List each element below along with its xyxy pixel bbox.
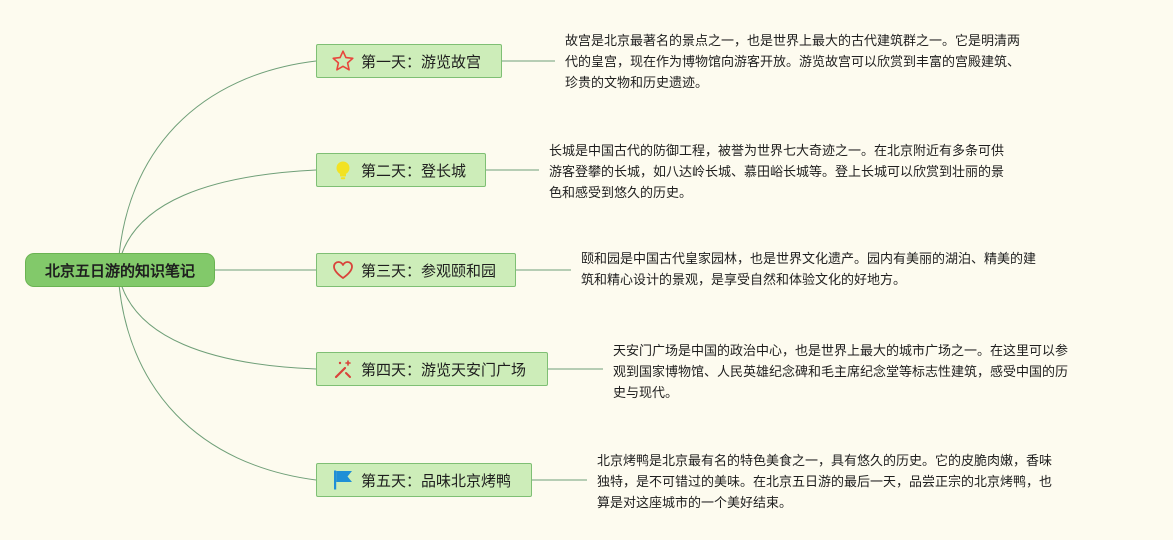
note-day-5-line-1: 北京烤鸭是北京最有名的特色美食之一，具有悠久的历史。它的皮脆肉嫩，香味 (597, 454, 1053, 469)
topic-day-4-label: 第四天：游览天安门广场 (361, 360, 527, 379)
branch-line-day-2 (117, 169, 317, 269)
note-day-1: 故宫是北京最著名的景点之一，也是世界上最大的古代建筑群之一。它是明清两 代的皇宫… (565, 31, 1050, 94)
note-day-2: 长城是中国古代的防御工程，被誉为世界七大奇迹之一。在北京附近有多条可供 游客登攀… (549, 141, 1049, 204)
topic-day-1[interactable]: 第一天：游览故宫 (316, 44, 502, 78)
branch-line-day-5 (117, 271, 317, 481)
note-day-3: 颐和园是中国古代皇家园林，也是世界文化遗产。园内有美丽的湖泊、精美的建 筑和精心… (581, 249, 1081, 291)
note-day-2-line-3: 色和感受到悠久的历史。 (549, 186, 693, 201)
topic-day-5-label: 第五天：品味北京烤鸭 (361, 471, 512, 490)
topic-day-5[interactable]: 第五天：品味北京烤鸭 (316, 463, 532, 497)
heart-outline-icon (331, 258, 355, 282)
note-day-4-line-1: 天安门广场是中国的政治中心，也是世界上最大的城市广场之一。在这里可以参 (613, 344, 1069, 359)
branch-line-day-1 (117, 60, 317, 269)
note-day-4: 天安门广场是中国的政治中心，也是世界上最大的城市广场之一。在这里可以参 观到国家… (613, 341, 1113, 404)
topic-day-4[interactable]: 第四天：游览天安门广场 (316, 352, 548, 386)
note-day-3-line-1: 颐和园是中国古代皇家园林，也是世界文化遗产。园内有美丽的湖泊、精美的建 (581, 252, 1037, 267)
star-outline-icon (331, 49, 355, 73)
topic-day-2-label: 第二天：登长城 (361, 161, 467, 180)
root-topic[interactable]: 北京五日游的知识笔记 (25, 253, 215, 287)
magic-wand-icon (331, 357, 355, 381)
root-topic-label: 北京五日游的知识笔记 (44, 261, 195, 280)
note-day-3-line-2: 筑和精心设计的景观，是享受自然和体验文化的好地方。 (581, 273, 907, 288)
branch-line-day-4 (117, 271, 317, 370)
note-day-1-line-1: 故宫是北京最著名的景点之一，也是世界上最大的古代建筑群之一。它是明清两 (565, 34, 1021, 49)
flag-icon (331, 468, 355, 492)
note-day-5-line-2: 独特，是不可错过的美味。在北京五日游的最后一天，品尝正宗的北京烤鸭，也 (597, 475, 1053, 490)
note-day-2-line-1: 长城是中国古代的防御工程，被誉为世界七大奇迹之一。在北京附近有多条可供 (549, 144, 1005, 159)
note-day-5-line-3: 算是对这座城市的一个美好结束。 (597, 496, 793, 511)
topic-day-2[interactable]: 第二天：登长城 (316, 153, 486, 187)
topic-day-3-label: 第三天：参观颐和园 (361, 261, 497, 280)
note-day-5: 北京烤鸭是北京最有名的特色美食之一，具有悠久的历史。它的皮脆肉嫩，香味 独特，是… (597, 451, 1097, 514)
topic-day-1-label: 第一天：游览故宫 (361, 52, 482, 71)
note-day-4-line-2: 观到国家博物馆、人民英雄纪念碑和毛主席纪念堂等标志性建筑，感受中国的历 (613, 365, 1069, 380)
topic-day-3[interactable]: 第三天：参观颐和园 (316, 253, 516, 287)
note-day-2-line-2: 游客登攀的长城，如八达岭长城、慕田峪长城等。登上长城可以欣赏到壮丽的景 (549, 165, 1005, 180)
note-day-4-line-3: 史与现代。 (613, 386, 679, 401)
lightbulb-icon (331, 158, 355, 182)
note-day-1-line-2: 代的皇宫，现在作为博物馆向游客开放。游览故宫可以欣赏到丰富的宫殿建筑、 (565, 55, 1021, 70)
note-day-1-line-3: 珍贵的文物和历史遗迹。 (565, 76, 709, 91)
